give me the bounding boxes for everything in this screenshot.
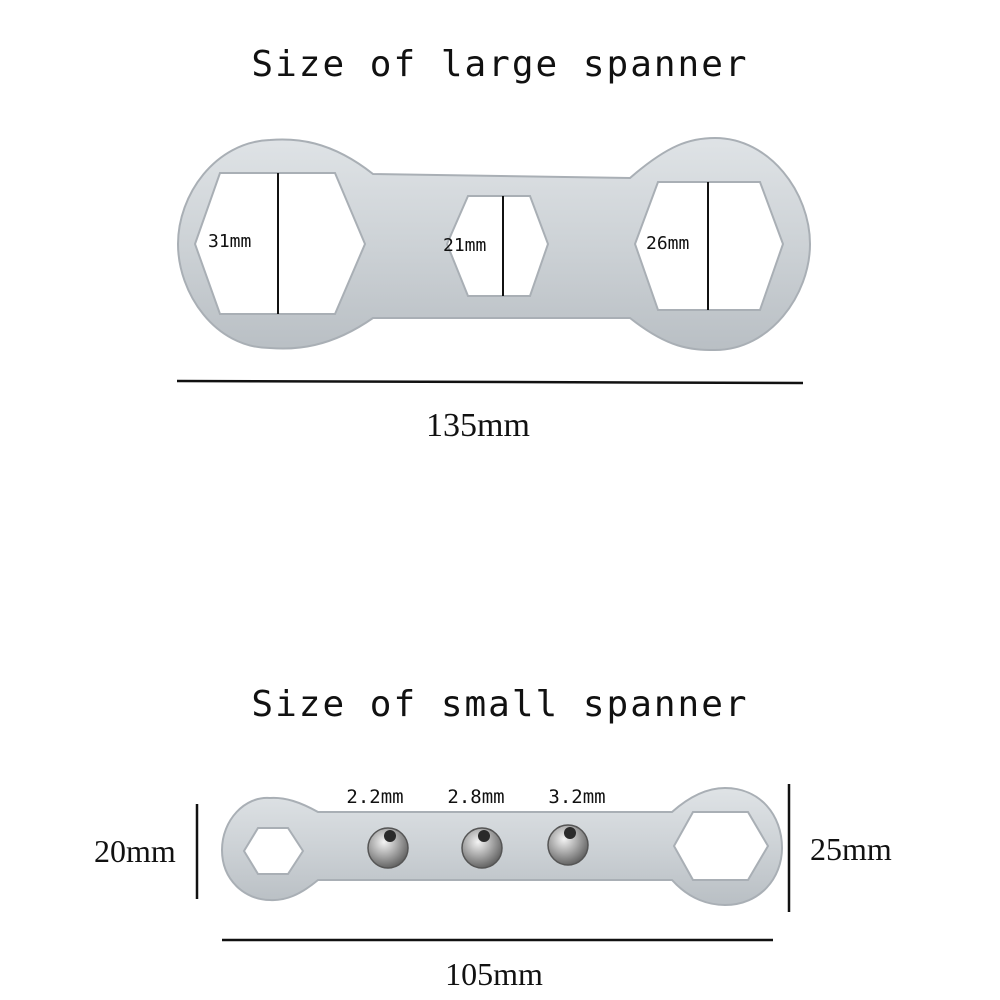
small-spanner-title: Size of small spanner <box>251 684 749 725</box>
pin-3-label: 3.2mm <box>548 786 605 808</box>
left-height-label: 20mm <box>94 833 176 869</box>
large-length-line <box>176 379 804 385</box>
hex-middle-label: 21mm <box>443 235 486 256</box>
large-spanner: 31mm 21mm 26mm <box>176 136 812 352</box>
pin-2-label: 2.8mm <box>447 786 504 808</box>
large-spanner-title: Size of large spanner <box>251 44 749 85</box>
pin-1-label: 2.2mm <box>346 786 403 808</box>
pin-3 <box>547 824 589 866</box>
hex-right-label: 26mm <box>646 233 689 254</box>
large-spanner-body <box>176 136 812 352</box>
right-height-label: 25mm <box>810 831 892 867</box>
large-length-label: 135mm <box>426 407 530 444</box>
small-spanner: 2.2mm 2.8mm 3.2mm <box>220 786 784 907</box>
small-length-label: 105mm <box>445 956 543 992</box>
pin-2 <box>461 827 503 869</box>
hex-left-label: 31mm <box>208 231 251 252</box>
pin-1 <box>367 827 409 869</box>
